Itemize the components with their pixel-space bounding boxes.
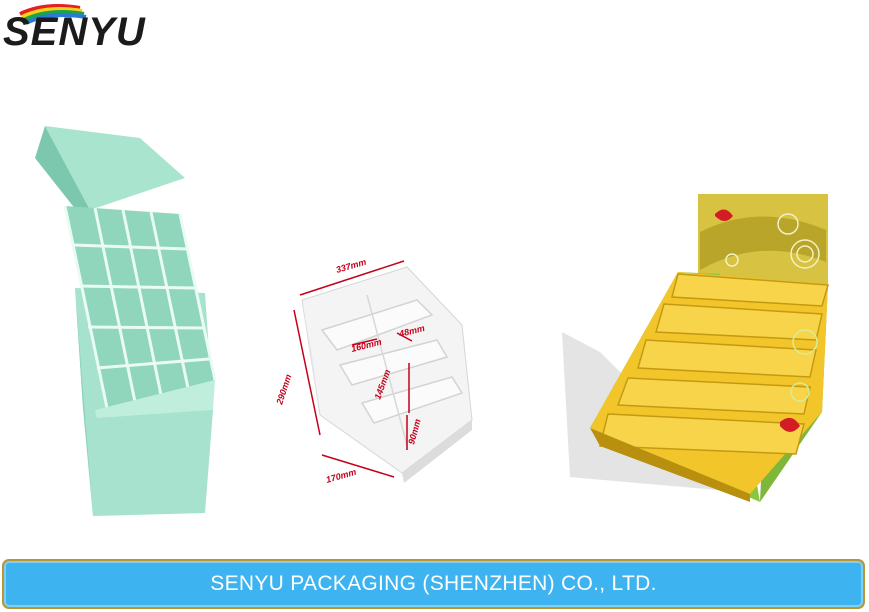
logo-wordmark: SENYU bbox=[3, 10, 146, 54]
svg-text:290mm: 290mm bbox=[274, 373, 293, 407]
svg-text:337mm: 337mm bbox=[335, 257, 368, 275]
svg-text:170mm: 170mm bbox=[325, 467, 358, 485]
company-logo: SENYU bbox=[0, 0, 160, 60]
stepped-counter-display-image bbox=[562, 194, 829, 502]
company-name: SENYU PACKAGING (SHENZHEN) CO., LTD. bbox=[210, 572, 657, 595]
logo-swoosh-icon bbox=[19, 4, 87, 25]
floor-display-stand-image bbox=[35, 126, 217, 516]
counter-display-tray-image: 337mm 290mm 170mm 160mm 48mm 145mm 90mm bbox=[274, 257, 473, 485]
company-name-banner: SENYU PACKAGING (SHENZHEN) CO., LTD. bbox=[2, 559, 865, 609]
